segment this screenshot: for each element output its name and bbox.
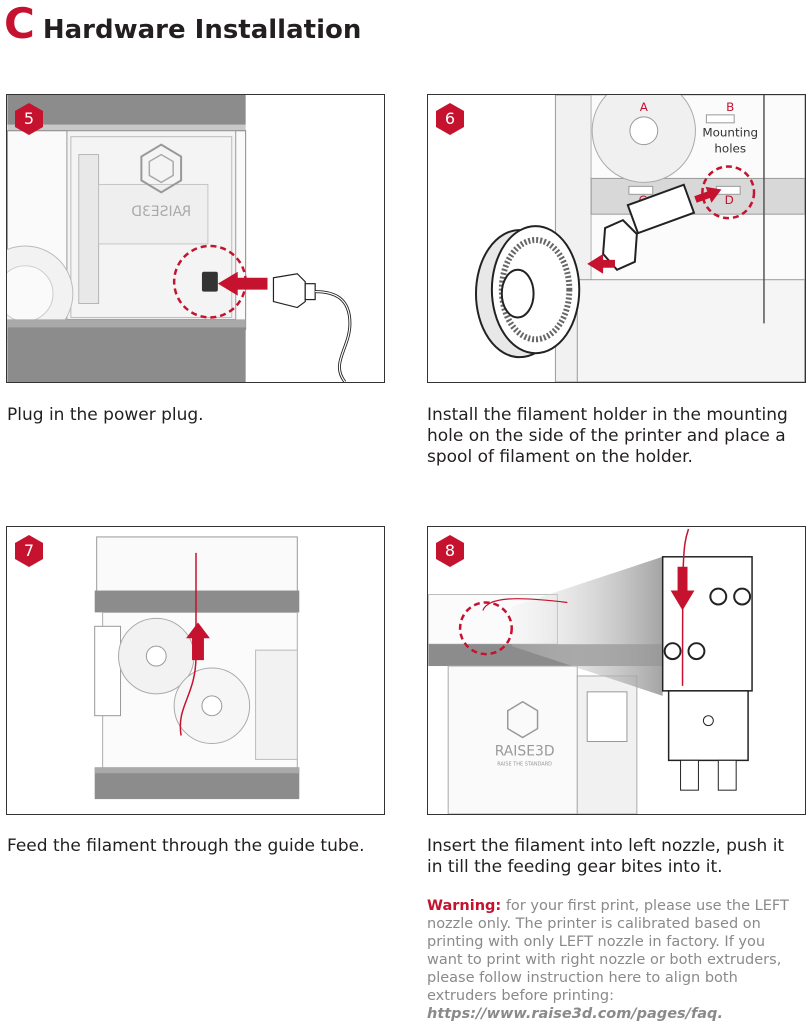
step-badge: 7 [12,534,46,568]
brand-slogan-text: RAISE THE STANDARD [497,761,552,767]
filament-holder-illustration: A B Mounting holes C D [474,95,805,382]
step-6-illustration: A B Mounting holes C D 6 [427,94,806,383]
brand-logo-text: RAISE3D [495,743,555,759]
mounting-holes-label-2: holes [714,142,746,156]
step-5-illustration: RAISE3D 5 [6,94,385,383]
step-7-illustration: 7 [6,526,385,815]
step-badge: 8 [433,534,467,568]
label-b: B [726,100,734,114]
page-title: Hardware Installation [42,15,362,45]
step-number: 6 [444,109,456,128]
guide-tube-illustration [94,536,300,800]
step-6-caption: Install the filament holder in the mount… [427,405,788,467]
label-d: D [725,193,734,207]
hexagon-badge-icon [436,535,464,567]
hexagon-badge-icon [436,103,464,135]
label-a: A [640,100,649,114]
section-header: C Hardware Installation [4,2,361,46]
printer-power-illustration: RAISE3D [7,95,352,382]
warning-text: for your first print, please use the LEF… [427,898,789,1004]
step-8-caption: Insert the filament into left nozzle, pu… [427,836,785,877]
section-letter: C [4,0,35,48]
nozzle-illustration: RAISE3D RAISE THE STANDARD [428,528,753,814]
warning-note: Warning: for your first print, please us… [427,897,803,1023]
step-number: 7 [23,541,35,560]
step-8-illustration: RAISE3D RAISE THE STANDARD 8 [427,526,806,815]
step-number: 5 [23,109,35,128]
step-5-caption: Plug in the power plug. [7,405,204,425]
mounting-holes-label: Mounting [702,126,758,140]
step-number: 8 [444,541,456,560]
faq-link[interactable]: https://www.raise3d.com/pages/faq. [427,1006,723,1022]
hexagon-badge-icon [15,103,43,135]
svg-text:RAISE3D: RAISE3D [131,204,191,220]
step-7-caption: Feed the filament through the guide tube… [7,836,365,856]
warning-label: Warning: [427,898,502,914]
hexagon-badge-icon [15,535,43,567]
step-badge: 5 [12,102,46,136]
step-badge: 6 [433,102,467,136]
